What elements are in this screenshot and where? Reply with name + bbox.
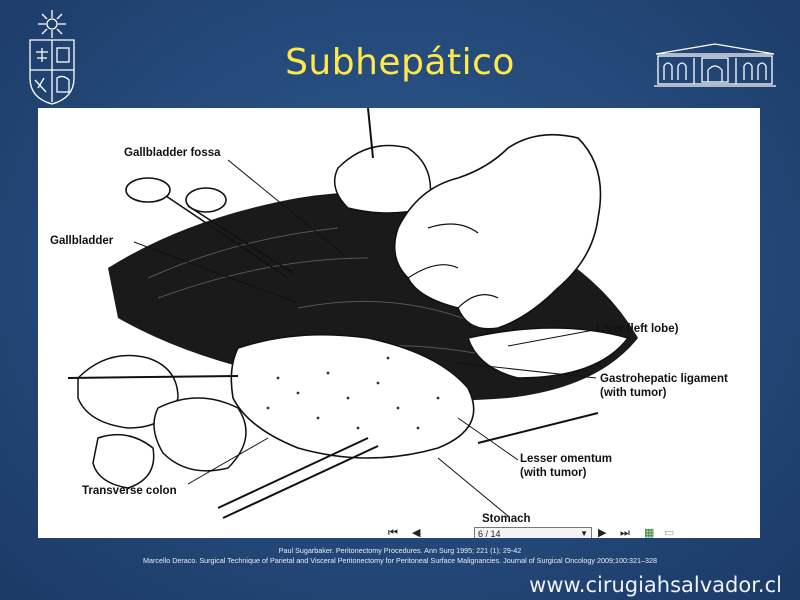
label-gallbladder: Gallbladder: [50, 235, 114, 247]
print-icon[interactable]: ▭: [664, 527, 675, 538]
anatomy-drawing: [67, 108, 638, 519]
previous-page-icon[interactable]: ◀: [412, 527, 421, 538]
first-page-icon[interactable]: ⏮: [388, 527, 398, 538]
export-icon[interactable]: ▦: [644, 527, 655, 538]
label-stomach: Stomach: [482, 513, 531, 525]
slide-title: Subhepático: [285, 42, 515, 83]
hospital-building-logo: [654, 40, 776, 90]
label-gastrohepatic-ligament: Gastrohepatic ligament (with tumor): [600, 373, 728, 399]
page-indicator: 6 / 14: [478, 529, 501, 538]
last-page-icon[interactable]: ⏭: [620, 527, 630, 538]
website-url: www.cirugiahsalvador.cl: [529, 573, 782, 597]
reference-2: Marcello Deraco. Surgical Technique of P…: [143, 556, 657, 565]
references: Paul Sugarbaker. Peritonectomy Procedure…: [0, 546, 800, 566]
reference-1: Paul Sugarbaker. Peritonectomy Procedure…: [278, 546, 522, 555]
label-liver-left-lobe: Liver (left lobe): [596, 323, 679, 335]
university-crest-logo: [26, 8, 78, 106]
chevron-down-icon: ▼: [580, 529, 588, 538]
viewer-toolbar: ⏮ ◀ 6 / 14 ▼ ▶ ⏭ ▦ ▭: [388, 527, 678, 538]
label-transverse-colon: Transverse colon: [82, 485, 177, 497]
page-selector[interactable]: 6 / 14 ▼: [474, 527, 592, 538]
surgical-illustration: Gallbladder fossa Gallbladder Liver (lef…: [38, 108, 760, 538]
label-gallbladder-fossa: Gallbladder fossa: [124, 147, 221, 159]
next-page-icon[interactable]: ▶: [598, 527, 607, 538]
label-lesser-omentum: Lesser omentum (with tumor): [520, 453, 613, 479]
